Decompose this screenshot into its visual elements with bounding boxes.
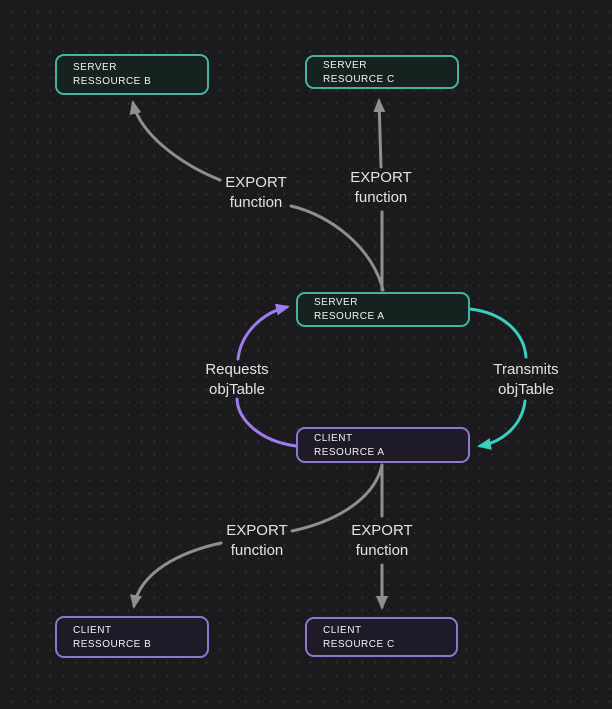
edge-label-line1: EXPORT bbox=[225, 174, 287, 191]
node-title: CLIENT bbox=[323, 624, 362, 636]
edge-transmits-objtable[interactable] bbox=[468, 307, 528, 450]
edge-label-line1: EXPORT bbox=[351, 522, 413, 539]
edge-export-to-client-b[interactable] bbox=[130, 463, 384, 609]
node-client-resource-a[interactable]: CLIENT RESOURCE A bbox=[296, 427, 470, 463]
edge-label-line1: EXPORT bbox=[226, 522, 288, 539]
edge-export-to-server-b[interactable] bbox=[129, 100, 385, 292]
node-title: CLIENT bbox=[314, 432, 353, 444]
edge-label-transmits-objtable[interactable]: Transmits objTable bbox=[493, 360, 558, 400]
node-subtitle: RESSOURCE B bbox=[73, 638, 152, 650]
edge-export-to-server-c[interactable] bbox=[373, 98, 386, 292]
edge-label-export-function-top-left[interactable]: EXPORT function bbox=[225, 173, 286, 213]
node-title: CLIENT bbox=[73, 624, 112, 636]
edge-label-line1: Transmits bbox=[493, 361, 559, 378]
node-subtitle: RESOURCE A bbox=[314, 446, 385, 458]
edge-label-export-function-bottom-right[interactable]: EXPORT function bbox=[351, 521, 412, 561]
edge-label-line2: function bbox=[229, 194, 283, 211]
edge-label-line2: function bbox=[355, 542, 409, 559]
edge-label-line2: function bbox=[354, 189, 408, 206]
node-title: SERVER bbox=[73, 62, 117, 73]
edge-label-line2: function bbox=[230, 542, 284, 559]
node-title: SERVER bbox=[314, 297, 358, 308]
edge-label-line1: EXPORT bbox=[350, 169, 412, 186]
edge-label-line2: objTable bbox=[209, 381, 265, 398]
node-subtitle: RESOURCE C bbox=[323, 73, 395, 85]
node-subtitle: RESOURCE A bbox=[314, 311, 385, 322]
edge-label-export-function-bottom-left[interactable]: EXPORT function bbox=[226, 521, 287, 561]
edge-label-requests-objtable[interactable]: Requests objTable bbox=[205, 360, 268, 400]
node-subtitle: RESOURCE C bbox=[323, 638, 395, 650]
node-client-ressource-b[interactable]: CLIENT RESSOURCE B bbox=[55, 616, 209, 658]
node-server-resource-c[interactable]: SERVER RESOURCE C bbox=[305, 55, 459, 89]
edge-label-line2: objTable bbox=[498, 381, 554, 398]
node-client-resource-c[interactable]: CLIENT RESOURCE C bbox=[305, 617, 458, 657]
node-server-resource-a[interactable]: SERVER RESOURCE A bbox=[296, 292, 470, 327]
edge-requests-objtable[interactable] bbox=[235, 303, 298, 448]
edge-label-line1: Requests bbox=[205, 361, 269, 378]
edge-label-export-function-top-right[interactable]: EXPORT function bbox=[350, 168, 411, 208]
node-subtitle: RESSOURCE B bbox=[73, 76, 152, 87]
node-server-ressource-b[interactable]: SERVER RESSOURCE B bbox=[55, 54, 209, 95]
node-title: SERVER bbox=[323, 59, 367, 71]
